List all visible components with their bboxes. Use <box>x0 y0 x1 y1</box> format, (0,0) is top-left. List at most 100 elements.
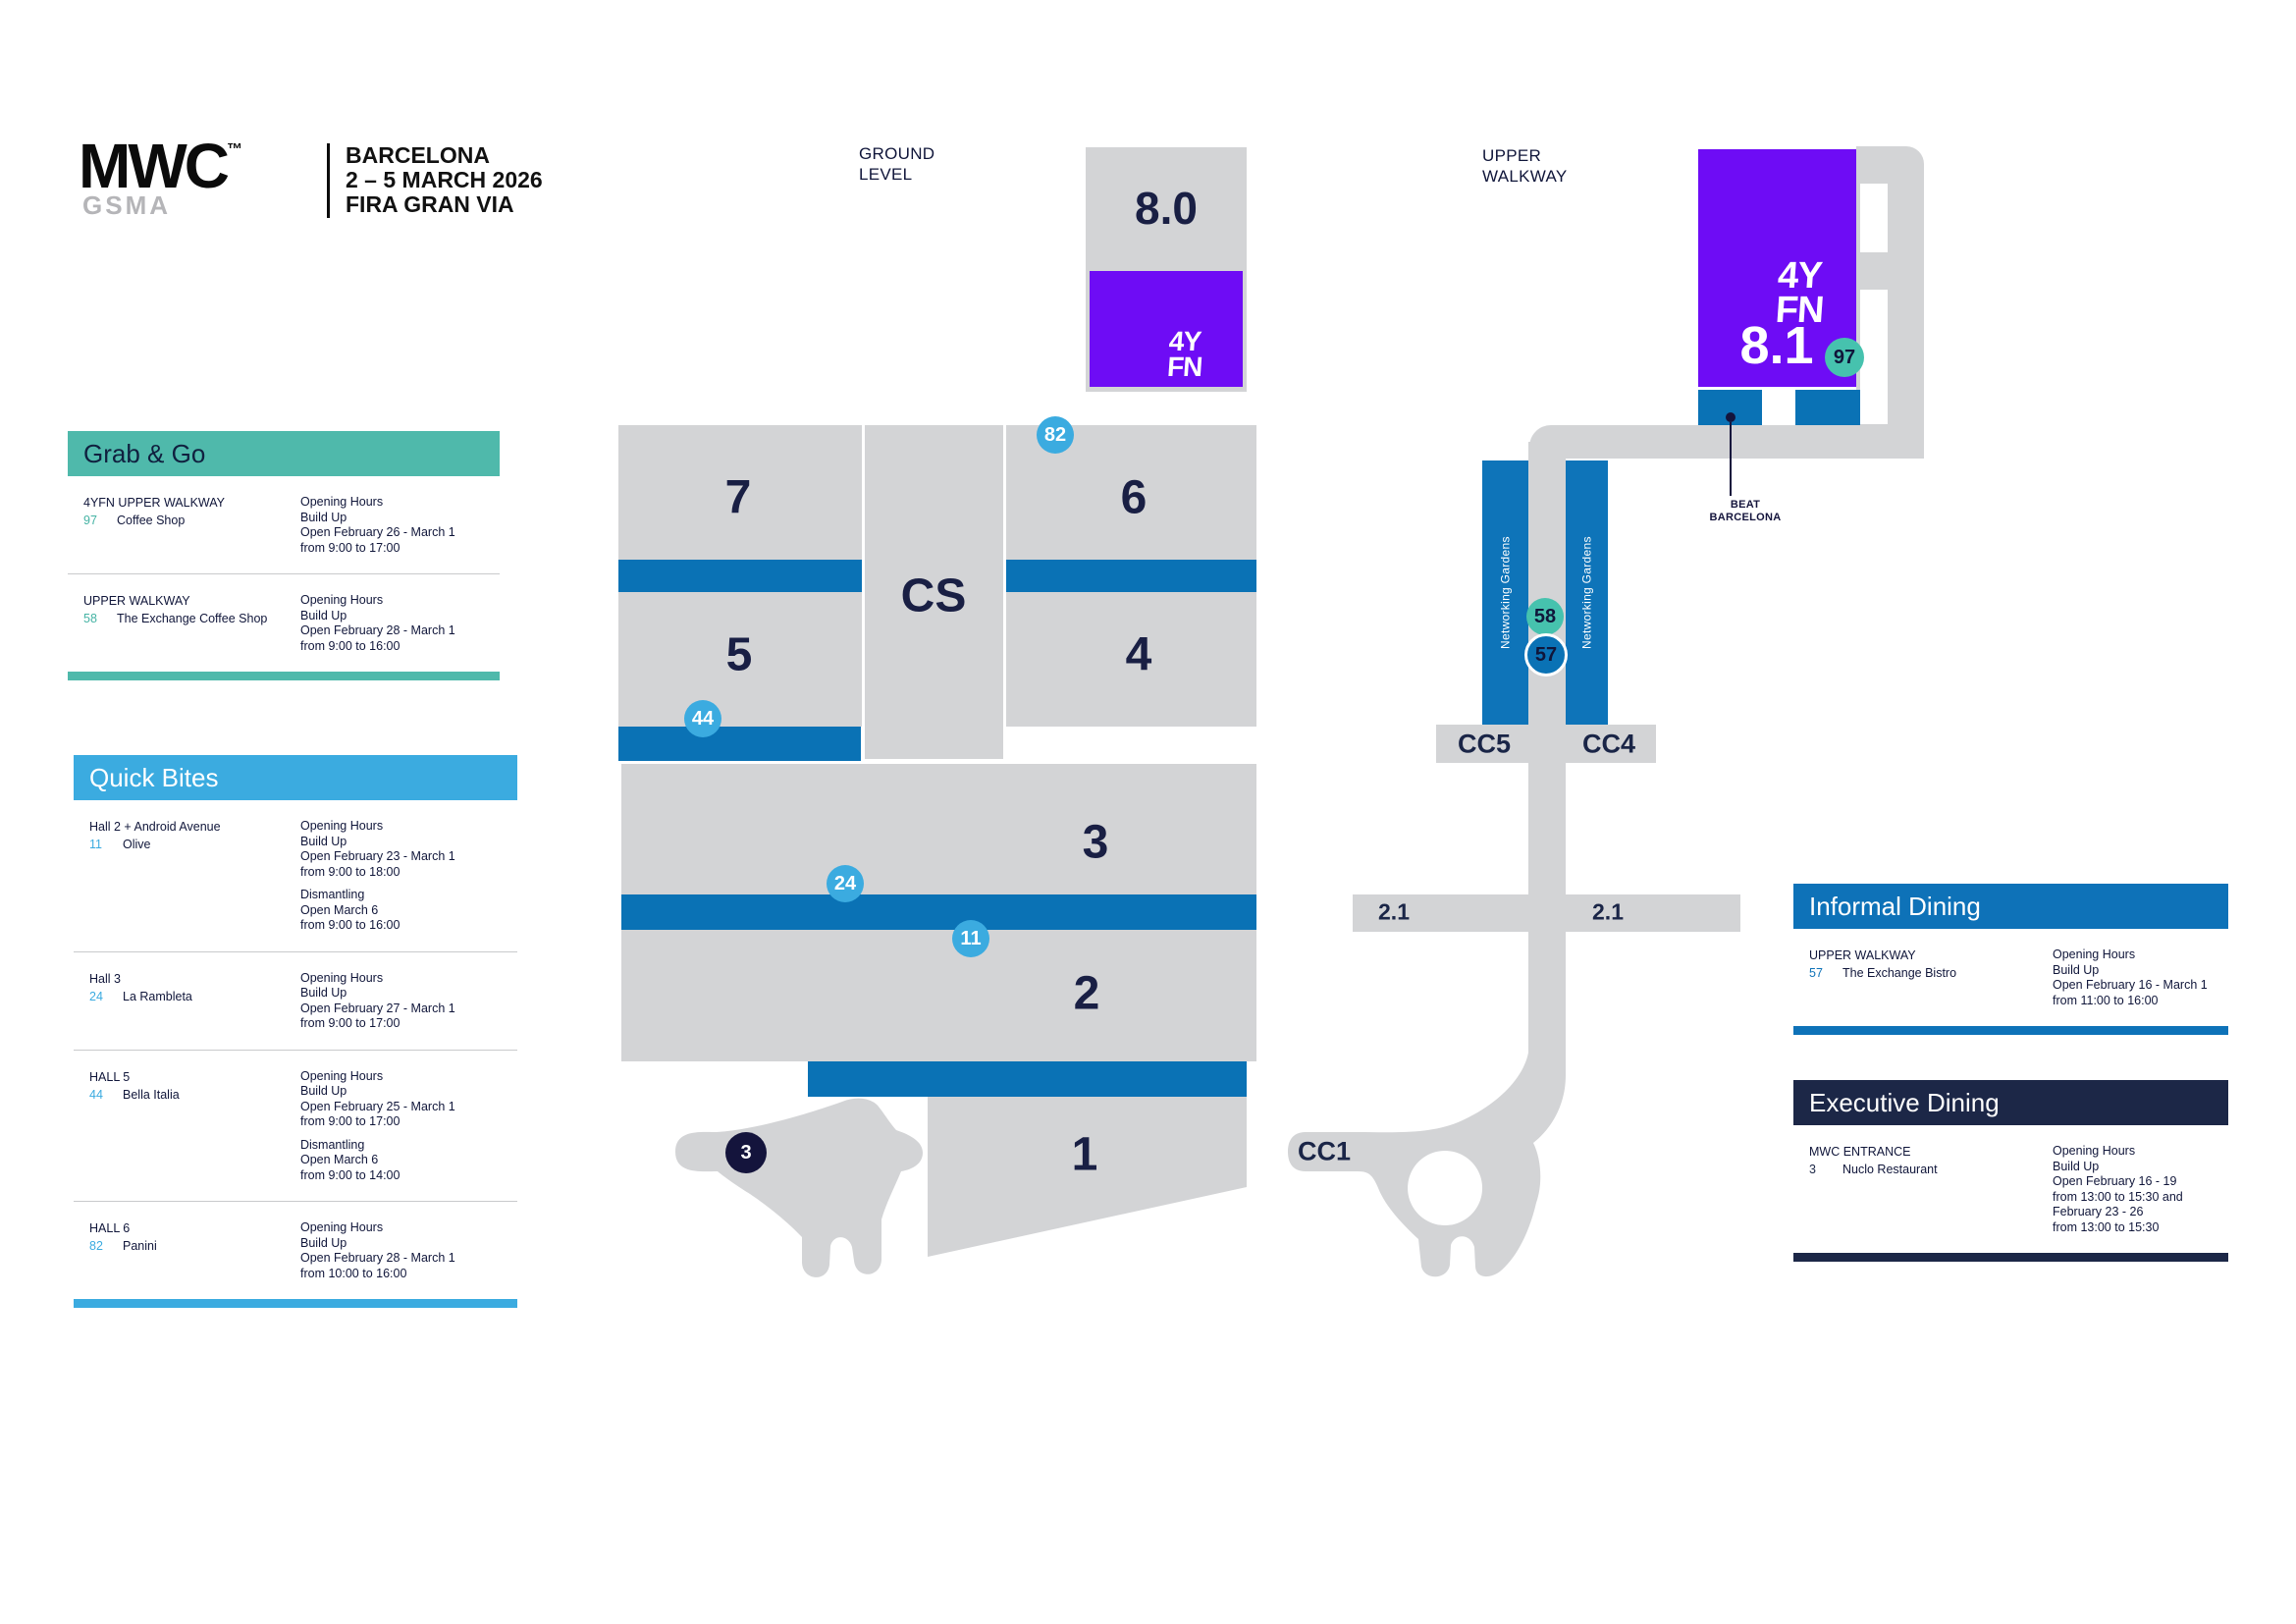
venue-label: Hall 3 <box>89 971 121 986</box>
networking-gardens-right-label: Networking Gardens <box>1579 536 1594 649</box>
hall-4yfn-ground-shape <box>1090 271 1243 387</box>
hall-8-0-label: 8.0 <box>1135 183 1198 234</box>
venue-label: 4YFN UPPER WALKWAY <box>83 496 226 510</box>
hall-4-shape <box>1006 592 1256 727</box>
cc1-walkway-shape <box>1288 1031 1566 1277</box>
outlet-name: Bella Italia <box>123 1087 180 1102</box>
hall-3-label: 3 <box>1082 816 1109 869</box>
gsma-logo: GSMA <box>82 190 171 220</box>
venue-label: UPPER WALKWAY <box>83 594 190 608</box>
brand-divider <box>327 143 330 218</box>
hall-6-label: 6 <box>1120 471 1148 524</box>
beat-barcelona-dot <box>1726 412 1735 422</box>
panel-bottom-bar <box>68 672 500 680</box>
trademark-symbol: ™ <box>226 141 242 158</box>
walkway-notch-bottom <box>1860 290 1888 424</box>
informal-dining-panel: Informal Dining UPPER WALKWAY 57 The Exch… <box>1793 884 2228 1035</box>
outlet-name: Coffee Shop <box>117 514 186 527</box>
location-number: 97 <box>83 514 97 527</box>
cc1-label: CC1 <box>1297 1136 1352 1166</box>
location-number: 11 <box>89 838 102 851</box>
walkway-band-hall2 <box>808 1061 1247 1097</box>
hall-2-1-left-label: 2.1 <box>1378 898 1410 925</box>
location-badge-11: 11 <box>952 920 989 957</box>
networking-gardens-left-label: Networking Gardens <box>1498 536 1513 649</box>
mwc-entrance-walkway-shape <box>675 1098 923 1277</box>
location-number: 24 <box>89 989 103 1003</box>
location-badge-58: 58 <box>1526 598 1564 635</box>
quick-bites-header: Quick Bites <box>74 755 517 800</box>
beat-barcelona-line <box>1730 422 1732 496</box>
location-number: 82 <box>89 1239 103 1253</box>
grab-and-go-header: Grab & Go <box>68 431 500 476</box>
hall-2-shape <box>621 930 1256 1061</box>
location-badge-82: 82 <box>1037 416 1074 454</box>
location-number: 57 <box>1809 966 1823 980</box>
outlet-name: Nuclo Restaurant <box>1842 1163 1938 1176</box>
hall-7-label: 7 <box>724 471 752 524</box>
outlet-name: The Exchange Bistro <box>1842 966 1957 980</box>
outlet-name: The Exchange Coffee Shop <box>117 612 268 625</box>
walkway-band-upper-left <box>618 560 862 592</box>
walkway-notch-top <box>1860 184 1888 252</box>
entrance-marker-right <box>1795 390 1860 425</box>
list-item: UPPER WALKWAY 58 The Exchange Coffee Shop… <box>68 573 500 672</box>
hall-2-1-right-label: 2.1 <box>1592 898 1624 925</box>
hall-1-shape <box>928 1097 1247 1257</box>
upper-walkway-bar-shape <box>1529 425 1924 459</box>
hall-1-label: 1 <box>1071 1128 1098 1181</box>
hall-5-shape <box>618 592 862 727</box>
hall-8-1-label: 8.1 <box>1739 316 1814 375</box>
venue-label: Hall 2 + Android Avenue <box>89 820 221 834</box>
venue-label: MWC ENTRANCE <box>1809 1145 1911 1159</box>
informal-dining-header: Informal Dining <box>1793 884 2228 929</box>
panel-bottom-bar <box>1793 1026 2228 1035</box>
executive-dining-header: Executive Dining <box>1793 1080 2228 1125</box>
list-item: 4YFN UPPER WALKWAY 97 Coffee Shop Opening… <box>68 476 500 573</box>
list-item: MWC ENTRANCE 3 Nuclo Restaurant Opening H… <box>1793 1125 2228 1253</box>
cc5-cc4-band-shape <box>1436 725 1656 763</box>
hall-2-1-band-shape <box>1353 894 1740 932</box>
cs-corridor-shape <box>865 425 1003 759</box>
hall-4-label: 4 <box>1125 628 1152 681</box>
location-number: 58 <box>83 612 97 625</box>
mwc-logo: MWC™ <box>79 131 242 201</box>
hall-3-shape <box>621 764 1256 894</box>
walkway-band-hall5 <box>618 727 861 761</box>
venue-label: UPPER WALKWAY <box>1809 948 1916 962</box>
cc5-label: CC5 <box>1457 729 1512 759</box>
outlet-name: Panini <box>123 1239 157 1253</box>
networking-gardens-left-shape: Networking Gardens <box>1482 460 1528 725</box>
location-badge-97: 97 <box>1825 338 1864 377</box>
location-badge-44: 44 <box>684 700 721 737</box>
cs-label: CS <box>900 569 967 623</box>
hall-5-label: 5 <box>725 628 753 681</box>
venue-label: HALL 5 <box>89 1069 131 1084</box>
location-number: 3 <box>1809 1163 1816 1176</box>
outlet-name: La Rambleta <box>123 989 192 1003</box>
executive-dining-panel: Executive Dining MWC ENTRANCE 3 Nuclo Res… <box>1793 1080 2228 1262</box>
location-badge-24: 24 <box>827 865 864 902</box>
hall-7-shape <box>618 425 862 560</box>
location-badge-57: 57 <box>1524 633 1568 677</box>
